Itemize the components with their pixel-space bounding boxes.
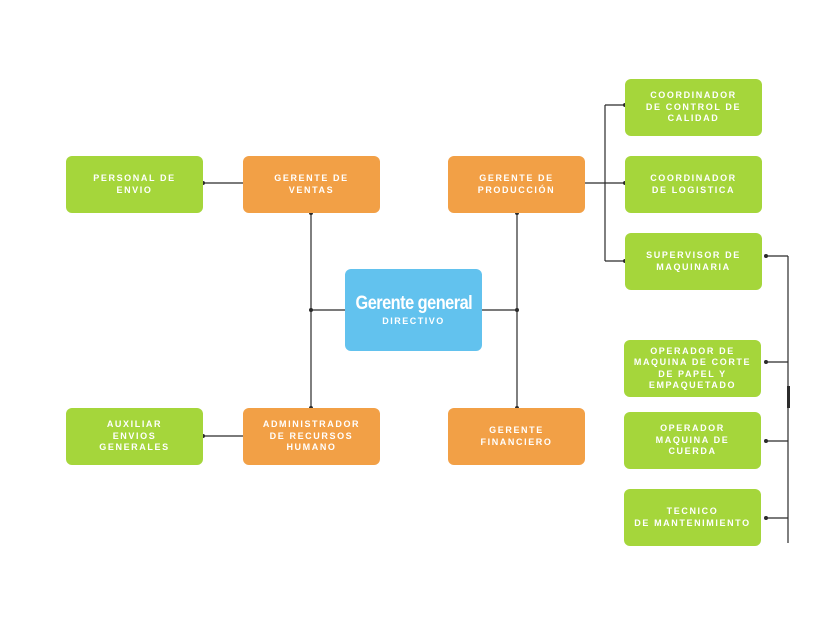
node-gerente-financiero: GERENTE FINANCIERO [448,408,585,465]
node-operador-cuerda: OPERADOR MAQUINA DE CUERDA [624,412,761,469]
node-auxiliar-envios-label: AUXILIAR ENVIOS GENERALES [99,419,170,453]
node-coordinador-logistica-label: COORDINADOR DE LOGISTICA [650,173,737,195]
node-gerente-general-subtitle: DIRECTIVO [382,316,445,326]
node-administrador-rrhh-label: ADMINISTRADOR DE RECURSOS HUMANO [262,419,361,453]
node-administrador-rrhh: ADMINISTRADOR DE RECURSOS HUMANO [243,408,380,465]
node-operador-cuerda-label: OPERADOR MAQUINA DE CUERDA [655,423,730,457]
node-personal-envio: PERSONAL DE ENVIO [66,156,203,213]
node-gerente-general-title: Gerente general [355,293,472,314]
node-operador-corte-label: OPERADOR DE MAQUINA DE CORTE DE PAPEL Y … [633,345,752,391]
node-supervisor-maquinaria-label: SUPERVISOR DE MAQUINARIA [646,250,741,272]
node-gerente-ventas: GERENTE DE VENTAS [243,156,380,213]
node-gerente-general: Gerente general DIRECTIVO [345,269,482,351]
node-coordinador-calidad-label: COORDINADOR DE CONTROL DE CALIDAD [645,90,742,124]
node-gerente-financiero-label: GERENTE FINANCIERO [480,425,553,447]
node-gerente-produccion: GERENTE DE PRODUCCIÓN [448,156,585,213]
node-gerente-ventas-label: GERENTE DE VENTAS [274,173,349,195]
node-tecnico-mantenimiento: TECNICO DE MANTENIMIENTO [624,489,761,546]
node-supervisor-maquinaria: SUPERVISOR DE MAQUINARIA [625,233,762,290]
node-operador-corte: OPERADOR DE MAQUINA DE CORTE DE PAPEL Y … [624,340,761,397]
node-personal-envio-label: PERSONAL DE ENVIO [93,173,176,195]
node-tecnico-mantenimiento-label: TECNICO DE MANTENIMIENTO [634,506,751,528]
node-gerente-produccion-label: GERENTE DE PRODUCCIÓN [477,173,556,195]
node-coordinador-logistica: COORDINADOR DE LOGISTICA [625,156,762,213]
node-auxiliar-envios: AUXILIAR ENVIOS GENERALES [66,408,203,465]
node-coordinador-calidad: COORDINADOR DE CONTROL DE CALIDAD [625,79,762,136]
